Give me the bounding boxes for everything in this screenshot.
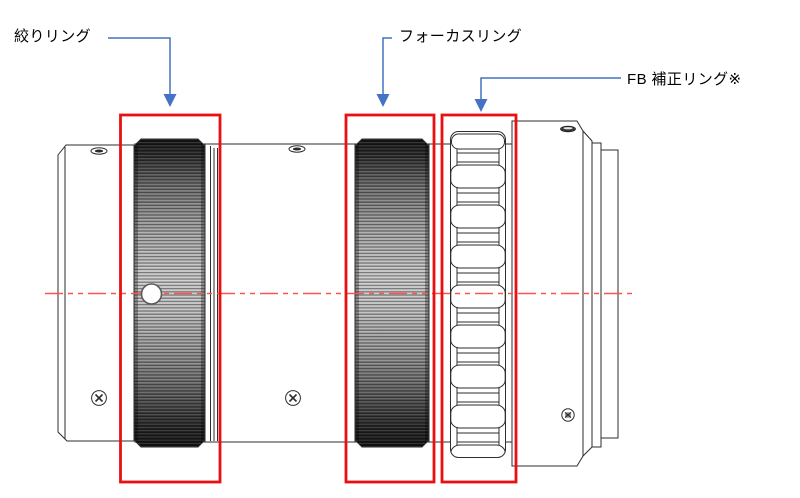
arrow-down-icon bbox=[474, 99, 488, 112]
mid-bottom-screw bbox=[285, 390, 301, 406]
label-focus-ring: フォーカスリング bbox=[399, 28, 523, 45]
arrow-down-icon bbox=[163, 94, 177, 107]
rear-mount-section bbox=[511, 120, 619, 467]
label-aperture-ring: 絞りリング bbox=[14, 28, 92, 45]
aperture-ring-set-screw bbox=[140, 283, 163, 305]
callout-arrow-aperture-ring bbox=[108, 37, 177, 107]
mount-top-screw bbox=[560, 125, 576, 133]
mount-block bbox=[511, 120, 584, 467]
highlight-box-aperture-ring bbox=[119, 113, 222, 484]
highlight-box-fb-ring bbox=[440, 113, 518, 484]
highlight-box-focus-ring bbox=[344, 113, 436, 484]
label-fb-correction-ring: FB 補正リング※ bbox=[627, 71, 742, 88]
rear-step-ring bbox=[591, 142, 602, 448]
fb-ring-top-cap bbox=[451, 133, 505, 150]
callout-arrow-focus-ring bbox=[376, 37, 392, 107]
front-top-screw bbox=[90, 147, 108, 155]
mount-side-screw bbox=[561, 408, 575, 422]
fb-correction-ring bbox=[450, 131, 506, 458]
callout-arrow-fb-ring bbox=[474, 77, 621, 112]
aperture-ring bbox=[133, 138, 206, 448]
front-bottom-screw bbox=[91, 390, 107, 406]
mid-top-screw bbox=[288, 145, 306, 153]
arrow-down-icon bbox=[376, 94, 390, 107]
